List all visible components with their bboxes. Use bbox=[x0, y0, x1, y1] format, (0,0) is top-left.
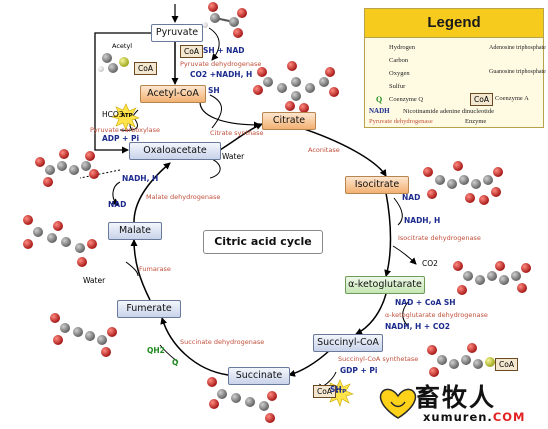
nadh-co2-label: NADH, H + CO2 bbox=[385, 322, 450, 331]
succinyl-coa-synthetase-label: Succinyl-CoA synthetase bbox=[338, 355, 419, 363]
succinate-dehydrogenase-label: Succinate dehydrogenase bbox=[180, 338, 265, 346]
nad-coa-label: NAD + CoA SH bbox=[395, 298, 456, 307]
pyruvate-coa-symbol: CoA bbox=[180, 45, 203, 58]
adp-pi-label: ADP + Pi bbox=[102, 134, 140, 143]
legend-label-coenzyme-q: Coenzyme Q bbox=[389, 96, 424, 103]
cycle-arc-isocitrate-akg bbox=[384, 192, 392, 277]
aconitase-label: Aconitase bbox=[308, 146, 340, 154]
acetyl-label: Acetyl bbox=[112, 42, 133, 50]
succinyl-coa-box: Succinyl-CoA bbox=[313, 334, 383, 352]
citrate-molecule bbox=[253, 61, 339, 113]
fumarase-label: Fumarase bbox=[139, 265, 171, 273]
watermark-latin-main: xumuren. bbox=[423, 410, 493, 424]
atp-label: ATP bbox=[121, 113, 133, 119]
hco3-label: HCO3 bbox=[102, 110, 124, 119]
legend-symbol-q: Q bbox=[376, 95, 383, 104]
succinate-molecule bbox=[207, 377, 277, 423]
co2-isocitrate-label: CO2 bbox=[422, 259, 438, 268]
coa-sh-nad-label: SH + NAD bbox=[203, 46, 245, 55]
gtp-label: GTP bbox=[334, 389, 347, 395]
legend-label-enzyme: Enzyme bbox=[465, 118, 487, 125]
succinate-sh-label: SH bbox=[330, 385, 342, 394]
legend-label-oxygen: Oxygen bbox=[389, 70, 410, 77]
gdp-pi-label: GDP + Pi bbox=[340, 366, 378, 375]
diagram-title: Citric acid cycle bbox=[203, 230, 323, 254]
nadh-malate-label: NADH, H bbox=[122, 174, 159, 183]
qh2-label: QH2 bbox=[147, 346, 165, 355]
isocitrate-dehydrogenase-label: Isocitrate dehydrogenase bbox=[398, 234, 481, 242]
fumerate-box: Fumerate bbox=[117, 300, 181, 318]
legend-label-sulfur: Sulfur bbox=[389, 83, 406, 90]
watermark-chinese: 畜牧人 bbox=[415, 383, 497, 412]
succinate-coa-symbol: CoA bbox=[313, 385, 336, 398]
alpha-ketoglutarate-box: α-ketoglutarate bbox=[345, 276, 425, 294]
pyruvate-carboxylase-label: Pyruvate carboxylase bbox=[90, 126, 161, 134]
legend-label-hydrogen: Hydrogen bbox=[389, 44, 415, 51]
succinate-box: Succinate bbox=[228, 367, 290, 385]
citrate-synthase-label: Citrate synthase bbox=[210, 129, 264, 137]
oxaloacetate-molecule bbox=[35, 149, 99, 187]
isocitrate-molecule bbox=[423, 161, 503, 205]
akg-dehydrogenase-label: α-ketoglutarate dehydrogenase bbox=[385, 311, 488, 319]
cycle-arc-fumerate-malate bbox=[130, 239, 151, 301]
cycle-arc-oxaloacetate-citrate bbox=[219, 123, 263, 151]
fumerate-molecule bbox=[50, 313, 117, 357]
watermark-latin: xumuren.COM bbox=[423, 410, 525, 424]
malate-molecule bbox=[23, 215, 97, 267]
cycle-arc-succinate-fumerate bbox=[160, 317, 229, 376]
cycle-arc-malate-oxaloacetate bbox=[133, 162, 171, 223]
pyruvate-molecule bbox=[202, 2, 247, 38]
oxaloacetate-box: Oxaloacetate bbox=[129, 142, 221, 160]
nad-isocitrate-label: NAD bbox=[402, 193, 421, 202]
watermark-logo-icon bbox=[379, 388, 417, 419]
q-label: Q bbox=[172, 358, 179, 367]
legend-symbol-nadh: NADH bbox=[369, 107, 390, 115]
cycle-arc-akg-succinylcoa bbox=[355, 293, 387, 335]
watermark-latin-domain: COM bbox=[492, 410, 526, 424]
legend-label-nad: Nicotinamide adenine dinucleotide bbox=[403, 108, 494, 115]
malate-box: Malate bbox=[108, 222, 162, 240]
legend-label-gtp: Guanosine triphosphate bbox=[489, 69, 546, 75]
legend-symbol-enzyme: Pyruvate dehydrogenase bbox=[369, 118, 433, 125]
nadh-isocitrate-label: NADH, H bbox=[404, 216, 441, 225]
acetyl-coa-symbol: CoA bbox=[134, 62, 157, 75]
pyruvate-dehydrogenase-label: Pyruvate dehydrogenase bbox=[180, 60, 262, 68]
cycle-arc-succinylcoa-succinate bbox=[288, 349, 331, 377]
legend-symbol-coa: CoA bbox=[470, 93, 493, 106]
malate-dehydrogenase-label: Malate dehydrogenase bbox=[146, 193, 221, 201]
water-label-1: Water bbox=[222, 152, 245, 161]
pyruvate-box: Pyruvate bbox=[151, 24, 203, 42]
alpha-ketoglutarate-molecule bbox=[453, 261, 531, 295]
legend-title: Legend bbox=[365, 9, 543, 38]
succinyl-coa-molecule bbox=[427, 343, 495, 377]
citrate-box: Citrate bbox=[262, 112, 316, 130]
legend-label-carbon: Carbon bbox=[389, 57, 409, 64]
co2-nadh-label: CO2 +NADH, H bbox=[190, 70, 253, 79]
legend-label-coenzyme-a: Coenzyme A bbox=[495, 95, 529, 102]
legend-label-atp: Adenosine triphosphate bbox=[489, 45, 546, 51]
acetyl-sh-label: SH bbox=[208, 86, 220, 95]
succinyl-coa-symbol: CoA bbox=[495, 358, 518, 371]
atp-star bbox=[111, 103, 140, 131]
legend-panel: Legend Hydrogen Carbon Oxygen Sulfur Q C… bbox=[364, 8, 546, 128]
water-label-2: Water bbox=[83, 276, 106, 285]
isocitrate-box: Isocitrate bbox=[345, 176, 409, 194]
acetyl-coa-molecule bbox=[98, 53, 129, 73]
acetyl-coa-box: Acetyl-CoA bbox=[140, 85, 206, 103]
nad-malate-label: NAD bbox=[108, 200, 127, 209]
